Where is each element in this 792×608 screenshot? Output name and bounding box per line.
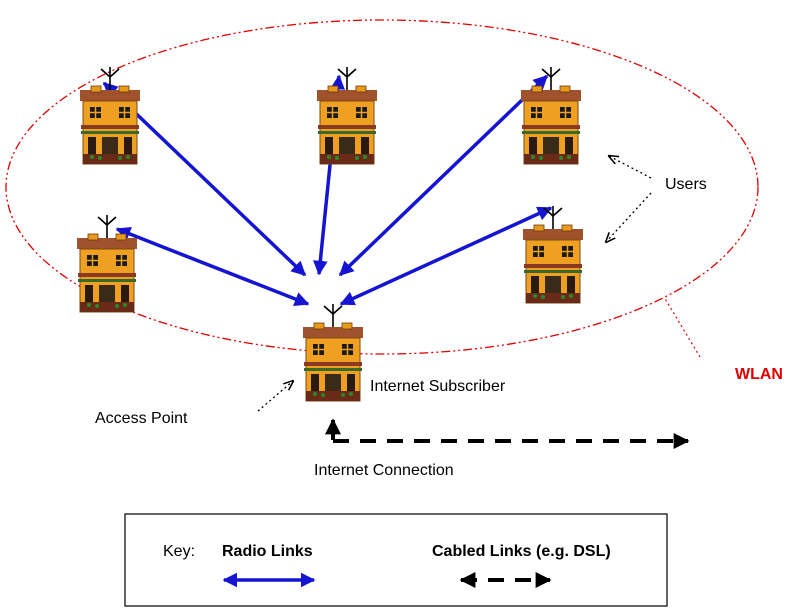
user-house-top-right bbox=[520, 66, 582, 165]
key-cabled-links-label: Cabled Links (e.g. DSL) bbox=[432, 543, 611, 560]
users-pointer-lower bbox=[606, 192, 652, 242]
internet-subscriber-label: Internet Subscriber bbox=[370, 378, 506, 395]
access-point-house bbox=[302, 303, 364, 402]
user-house-mid-right bbox=[522, 205, 584, 304]
radio-link-mid-right bbox=[339, 206, 553, 306]
key-radio-links-label: Radio Links bbox=[222, 543, 313, 560]
user-house-top-center bbox=[316, 66, 378, 165]
access-point-pointer bbox=[257, 381, 293, 412]
users-label: Users bbox=[665, 176, 707, 193]
wlan-label: WLAN bbox=[735, 366, 783, 383]
radio-link-mid-left bbox=[115, 226, 310, 307]
key-prefix: Key: bbox=[163, 543, 195, 560]
internet-connection-label: Internet Connection bbox=[314, 462, 454, 479]
key-box: Key: Radio Links Cabled Links (e.g. DSL) bbox=[124, 513, 668, 607]
user-house-mid-left bbox=[76, 214, 138, 313]
user-house-top-left bbox=[79, 66, 141, 165]
wlan-boundary bbox=[5, 19, 759, 355]
access-point-label: Access Point bbox=[95, 410, 188, 427]
wlan-pointer bbox=[663, 296, 701, 358]
users-pointer-upper bbox=[609, 156, 652, 179]
